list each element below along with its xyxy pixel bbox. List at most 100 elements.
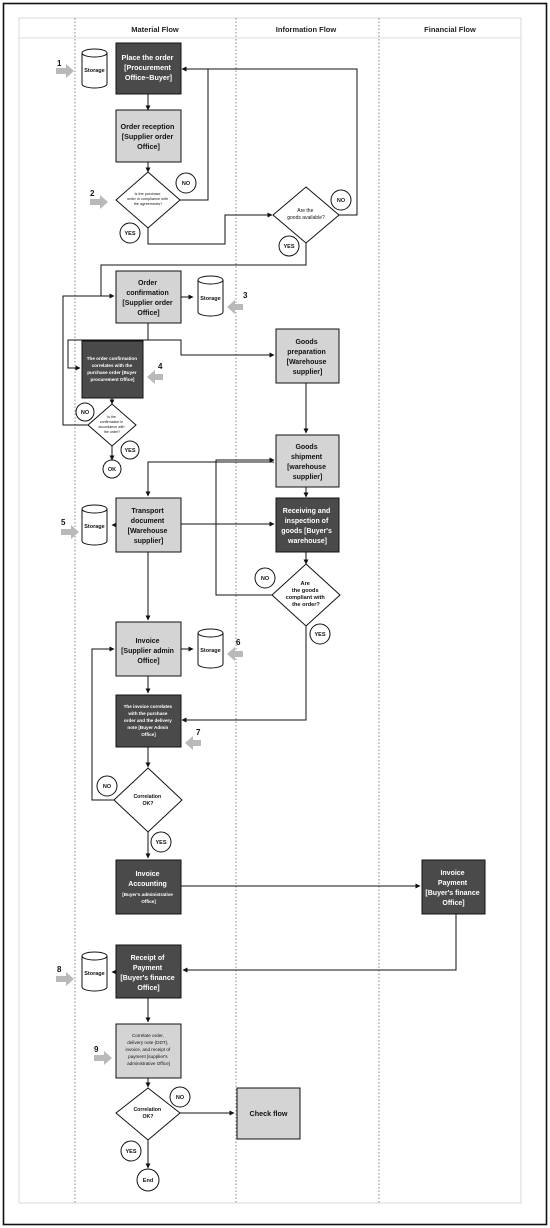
no-circle: NO xyxy=(96,775,118,797)
svg-text:Correlation OK?: Correlation OK? xyxy=(133,1107,162,1120)
step-marker-3: 3 xyxy=(227,291,248,314)
node-order-confirmation: Order confirmation [Supplier order Offic… xyxy=(115,270,182,324)
lane-title-information: Information Flow xyxy=(276,25,337,34)
svg-text:NO: NO xyxy=(81,410,90,416)
connectors xyxy=(62,66,457,1169)
node-invoice: Invoice [Supplier admin Office] xyxy=(115,621,182,677)
svg-text:End: End xyxy=(143,1178,153,1184)
svg-text:NO: NO xyxy=(261,576,270,582)
svg-text:Is the purchase order in: Is the purchase order in compliance with… xyxy=(127,192,169,206)
svg-text:Place the order [Procure: Place the order [Procurement Office–Buye… xyxy=(122,53,176,82)
step-marker-8: 8 xyxy=(56,965,74,986)
svg-text:NO: NO xyxy=(176,1095,185,1101)
decision-correlation-ok-1: Correlation OK? xyxy=(113,767,183,833)
step-marker-7: 7 xyxy=(185,728,201,750)
node-invoice-payment: Invoice Payment [Buyer's finance Office] xyxy=(421,859,486,915)
svg-text:Order reception [Supplie: Order reception [Supplier order Office] xyxy=(121,122,177,151)
svg-text:7: 7 xyxy=(196,728,201,737)
decision-purchase-compliance: Is the purchase order in compliance with… xyxy=(115,171,181,229)
storage-5: Storage xyxy=(81,504,108,546)
yes-circle: YES xyxy=(150,831,172,853)
node-goods-shipment: Goods shipment [warehouse supplier] xyxy=(275,434,340,488)
svg-text:YES: YES xyxy=(314,632,325,638)
svg-text:Goods preparation: Goods preparation [Warehouse supplier] xyxy=(287,339,329,376)
no-circle: NO xyxy=(254,567,276,589)
step-marker-5: 5 xyxy=(61,518,79,539)
svg-text:OK: OK xyxy=(108,467,116,473)
inner-frame xyxy=(18,17,522,1204)
node-invoice-correlates: The invoice correlates with the purchase… xyxy=(115,694,182,748)
storage-1: Storage xyxy=(81,48,108,89)
svg-text:6: 6 xyxy=(236,638,241,647)
svg-text:Storage: Storage xyxy=(84,971,104,977)
ok-circle: OK xyxy=(102,459,122,479)
svg-text:Invoice Payment [B: Invoice Payment [Buyer's finance Office] xyxy=(425,870,481,907)
step-marker-2: 2 xyxy=(90,189,108,209)
node-confirmation-correlates: The order confirmation correlates with t… xyxy=(81,340,144,399)
no-circle: NO xyxy=(175,172,197,194)
svg-text:Storage: Storage xyxy=(84,68,104,74)
svg-text:3: 3 xyxy=(243,291,248,300)
decision-confirmation-accordance: Is the confirmation in accordance with t… xyxy=(87,403,137,447)
node-place-order: Place the order [Procurement Office–Buye… xyxy=(115,42,182,95)
storage-6: Storage xyxy=(197,628,224,669)
no-circle: NO xyxy=(169,1086,191,1108)
node-transport-document: Transport document [Warehouse supplier] xyxy=(115,497,182,553)
svg-text:Are the goods available?: Are the goods available? xyxy=(287,208,325,221)
svg-text:Check flow: Check flow xyxy=(250,1109,288,1118)
svg-text:Transport document: Transport document [Warehouse supplier] xyxy=(128,508,170,545)
svg-text:Storage: Storage xyxy=(200,648,220,654)
node-correlate-all: Correlate order, delivery note (DDT), in… xyxy=(115,1023,182,1079)
decision-correlation-ok-2: Correlation OK? xyxy=(115,1087,181,1141)
svg-text:8: 8 xyxy=(57,965,62,974)
svg-text:The invoice correlates w: The invoice correlates with the purchase… xyxy=(124,704,174,737)
yes-circle: YES xyxy=(119,222,141,244)
svg-text:YES: YES xyxy=(124,231,135,237)
node-goods-preparation: Goods preparation [Warehouse supplier] xyxy=(275,328,340,384)
end-circle: End xyxy=(136,1168,160,1192)
yes-circle: YES xyxy=(309,623,331,645)
svg-text:NO: NO xyxy=(103,784,112,790)
svg-text:The order confirmation c: The order confirmation correlates with t… xyxy=(87,356,139,382)
svg-text:Receiving and inspection: Receiving and inspection of goods [Buyer… xyxy=(281,508,334,545)
decision-goods-compliant: Are the goods compliant with the order? xyxy=(271,563,341,627)
lane-title-material: Material Flow xyxy=(131,25,179,34)
decision-goods-available: Are the goods available? xyxy=(272,186,340,244)
yes-circle: YES xyxy=(120,1140,142,1162)
svg-text:4: 4 xyxy=(158,362,163,371)
svg-text:Correlation OK?: Correlation OK? xyxy=(133,794,162,807)
step-marker-4: 4 xyxy=(147,362,163,384)
svg-text:1: 1 xyxy=(57,59,62,68)
svg-text:Correlate order, deliver: Correlate order, delivery note (DDT), in… xyxy=(126,1033,172,1066)
svg-text:9: 9 xyxy=(94,1045,99,1054)
svg-text:YES: YES xyxy=(124,448,135,454)
svg-text:Are the goods comp: Are the goods compliant with the order? xyxy=(286,581,327,608)
lane-title-financial: Financial Flow xyxy=(424,25,476,34)
svg-text:Invoice Accounting: Invoice Accounting [Buyer's administrati… xyxy=(122,871,175,904)
svg-text:YES: YES xyxy=(125,1149,136,1155)
yes-circle: YES xyxy=(120,440,140,460)
svg-text:NO: NO xyxy=(182,181,191,187)
svg-text:Receipt of Payment: Receipt of Payment [Buyer's finance Offi… xyxy=(120,955,176,992)
node-invoice-accounting: Invoice Accounting [Buyer's administrati… xyxy=(115,859,182,915)
node-check-flow: Check flow xyxy=(236,1087,301,1140)
svg-text:Invoice [Supplier admin: Invoice [Supplier admin Office] xyxy=(121,638,176,665)
no-circle: NO xyxy=(75,402,95,422)
svg-text:NO: NO xyxy=(337,198,346,204)
svg-text:Storage: Storage xyxy=(200,296,220,302)
svg-text:5: 5 xyxy=(61,518,66,527)
svg-text:Is the confirmation in: Is the confirmation in accordance with t… xyxy=(99,415,126,434)
node-receiving-inspection: Receiving and inspection of goods [Buyer… xyxy=(275,497,340,553)
svg-text:Storage: Storage xyxy=(84,524,104,530)
svg-text:2: 2 xyxy=(90,189,95,198)
svg-text:YES: YES xyxy=(155,840,166,846)
svg-text:YES: YES xyxy=(283,244,294,250)
step-marker-9: 9 xyxy=(94,1045,112,1065)
node-order-reception: Order reception [Supplier order Office] xyxy=(115,109,182,163)
no-circle: NO xyxy=(330,189,352,211)
yes-circle: YES xyxy=(278,235,300,257)
svg-text:Goods shipment [wa: Goods shipment [warehouse supplier] xyxy=(287,444,328,481)
storage-3: Storage xyxy=(197,275,224,317)
